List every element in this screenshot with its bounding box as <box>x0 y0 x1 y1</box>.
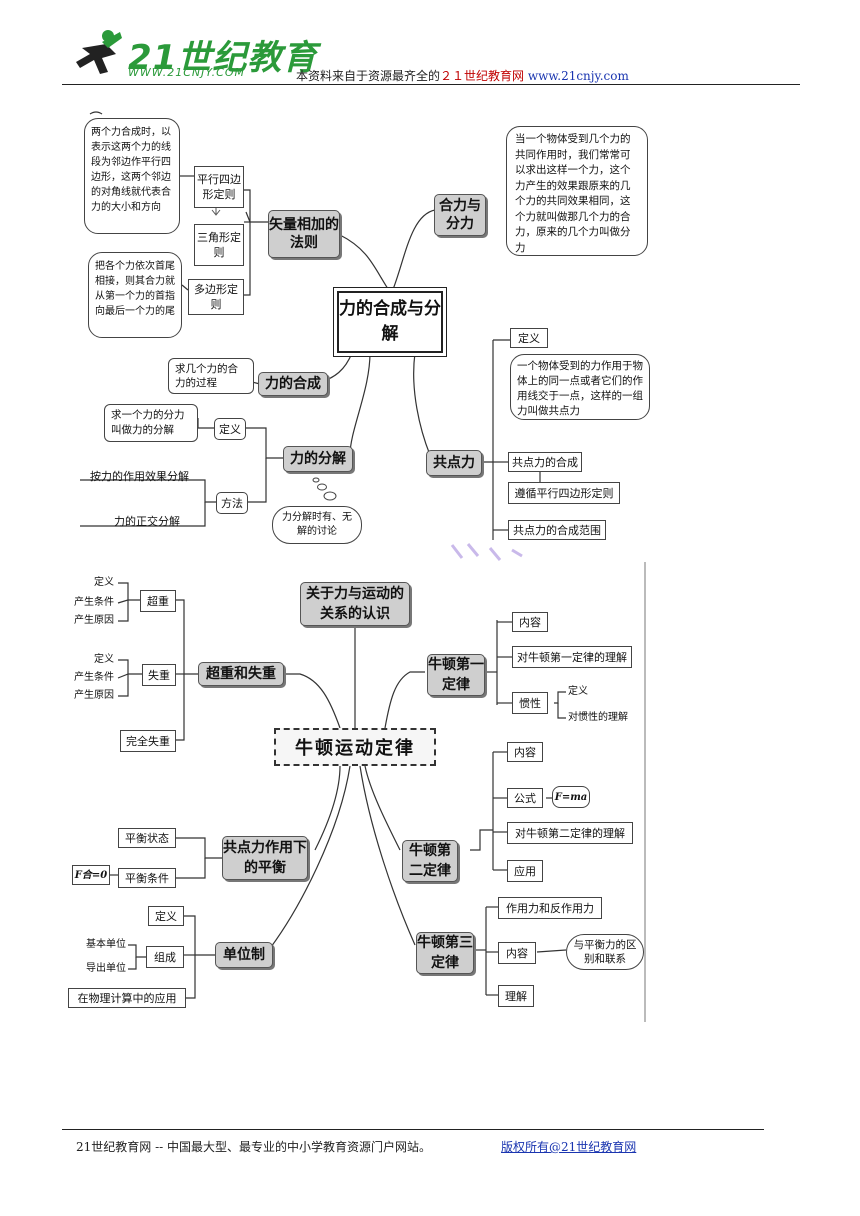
node-law2-content: 内容 <box>507 742 543 762</box>
inertia-definition: 定义 <box>568 686 588 697</box>
node-concurrent-definition: 定义 <box>510 328 548 348</box>
node-units-definition: 定义 <box>148 906 184 926</box>
decomposition-cloud: 力分解时有、无解的讨论 <box>272 506 362 544</box>
logo-runner-icon <box>72 28 126 78</box>
node-law3-content: 内容 <box>498 942 536 964</box>
header-divider <box>62 84 800 85</box>
node-units-composition: 组成 <box>146 946 184 968</box>
node-concurrent-forces: 共点力 <box>426 450 482 476</box>
header-note-url[interactable]: www.21cnjy.com <box>527 69 629 83</box>
method-by-effect: 按力的作用效果分解 <box>90 470 189 483</box>
map2-center-node: 牛顿运动定律 <box>274 728 436 766</box>
node-law2-formula-label: 公式 <box>507 788 543 808</box>
parallelogram-description: 两个力合成时，以表示这两个力的线段为邻边作平行四边形，这两个邻边的对角线就代表合… <box>84 118 180 234</box>
node-complete-weightlessness: 完全失重 <box>120 730 176 752</box>
node-force-composition: 力的合成 <box>258 372 328 396</box>
node-units-application: 在物理计算中的应用 <box>68 988 186 1008</box>
overweight-cause: 产生原因 <box>74 615 114 626</box>
resultant-description: 当一个物体受到几个力的共同作用时，我们常常可以求出这样一个力，这个力产生的效果跟… <box>506 126 648 256</box>
node-equilibrium-condition: 平衡条件 <box>118 868 176 888</box>
logo-url: WWW.21CNJY.COM <box>128 66 246 79</box>
map1-center-node: 力的合成与分解 <box>337 291 443 353</box>
node-concurrent-rule: 遵循平行四边形定则 <box>508 482 620 504</box>
overweight-definition: 定义 <box>94 577 114 588</box>
node-overweight-underweight: 超重和失重 <box>198 662 284 686</box>
base-units: 基本单位 <box>86 939 126 950</box>
node-law2-understanding: 对牛顿第二定律的理解 <box>507 822 633 844</box>
composition-description: 求几个力的合力的过程 <box>168 358 254 394</box>
node-equilibrium-state: 平衡状态 <box>118 828 176 848</box>
method-orthogonal: 力的正交分解 <box>114 515 180 528</box>
node-force-motion-relation: 关于力与运动的关系的认识 <box>300 582 410 626</box>
node-force-decomposition: 力的分解 <box>283 446 353 472</box>
node-law2-application: 应用 <box>507 860 543 882</box>
node-unit-system: 单位制 <box>215 942 273 968</box>
node-newton-third-law: 牛顿第三定律 <box>416 932 474 974</box>
logo: 21世纪教育 <box>128 38 318 78</box>
node-underweight: 失重 <box>142 664 176 686</box>
node-newton-first-law: 牛顿第一定律 <box>427 654 485 696</box>
node-law1-content: 内容 <box>512 612 548 632</box>
header-note: 本资料来自于资源最齐全的２１世纪教育网 www.21cnjy.com <box>296 67 629 84</box>
node-law1-understanding: 对牛顿第一定律的理解 <box>512 646 632 668</box>
node-newton-second-law: 牛顿第二定律 <box>402 840 458 882</box>
derived-units: 导出单位 <box>86 963 126 974</box>
decomposition-description: 求一个力的分力叫做力的分解 <box>104 404 198 442</box>
equilibrium-formula: F合=0 <box>72 865 110 885</box>
node-concurrent-composition: 共点力的合成 <box>508 452 582 472</box>
node-decomp-definition: 定义 <box>214 418 246 440</box>
node-triangle-rule: 三角形定则 <box>194 224 244 266</box>
footer-copyright-link[interactable]: 版权所有@21世纪教育网 <box>501 1140 637 1154</box>
node-equilibrium: 共点力作用下的平衡 <box>222 836 308 880</box>
node-action-reaction: 作用力和反作用力 <box>498 897 602 919</box>
node-inertia: 惯性 <box>512 692 548 714</box>
header-note-text: 本资料来自于资源最齐全的 <box>296 69 441 83</box>
node-overweight: 超重 <box>140 590 176 612</box>
concurrent-description: 一个物体受到的力作用于物体上的同一点或者它们的作用线交于一点，这样的一组力叫做共… <box>510 354 650 420</box>
inertia-understanding: 对惯性的理解 <box>568 712 628 723</box>
overweight-condition: 产生条件 <box>74 597 114 608</box>
polygon-description: 把各个力依次首尾相接，则其合力就从第一个力的首指向最后一个力的尾 <box>88 252 182 338</box>
footer-divider <box>62 1129 764 1130</box>
node-concurrent-range: 共点力的合成范围 <box>508 520 606 540</box>
header-note-site[interactable]: ２１世纪教育网 <box>440 69 525 83</box>
node-polygon-rule: 多边形定则 <box>188 279 244 315</box>
law2-formula: F=ma <box>552 786 590 808</box>
underweight-condition: 产生条件 <box>74 672 114 683</box>
node-resultant-components: 合力与分力 <box>434 194 486 236</box>
node-vector-rule: 矢量相加的法则 <box>268 210 340 258</box>
law3-cloud: 与平衡力的区别和联系 <box>566 934 644 970</box>
node-law3-understanding: 理解 <box>498 985 534 1007</box>
node-decomp-method: 方法 <box>216 492 248 514</box>
footer-text: 21世纪教育网 -- 中国最大型、最专业的中小学教育资源门户网站。 <box>76 1140 432 1154</box>
scan-edge <box>644 562 646 1022</box>
underweight-definition: 定义 <box>94 654 114 665</box>
node-parallelogram-rule: 平行四边形定则 <box>194 166 244 208</box>
underweight-cause: 产生原因 <box>74 690 114 701</box>
